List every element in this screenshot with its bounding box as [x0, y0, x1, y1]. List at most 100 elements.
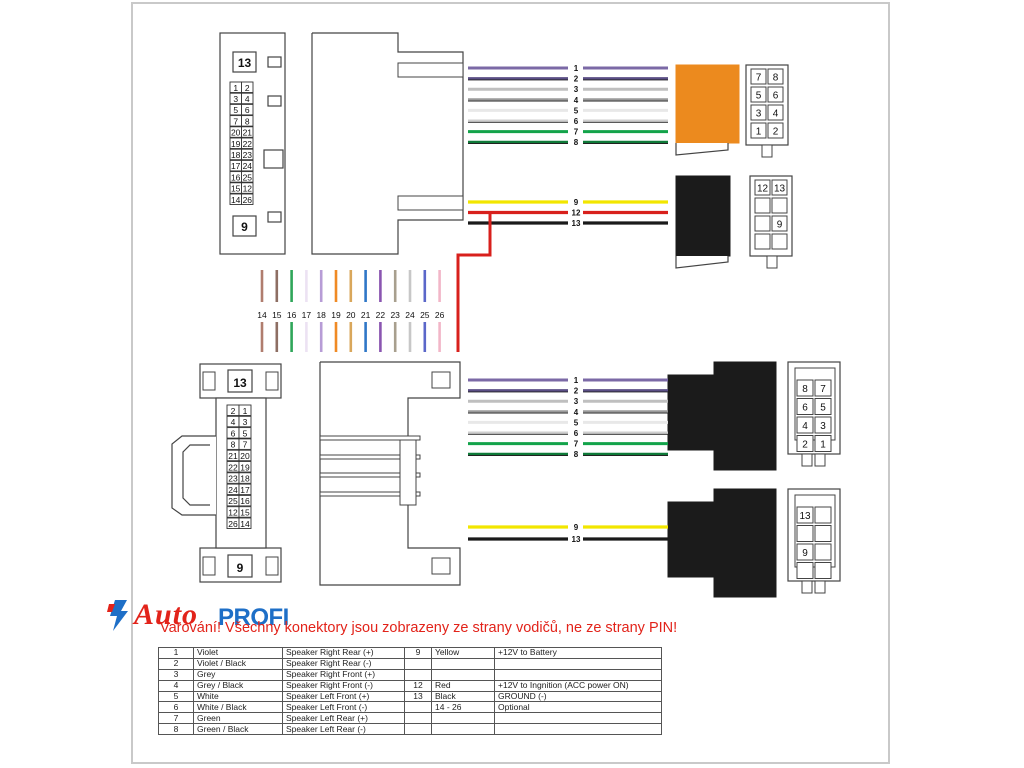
iso-pin-number: 12 [757, 184, 769, 195]
latch-top-3 [267, 211, 282, 223]
wire-label: 13 [572, 219, 581, 228]
iso-pin-cell [796, 379, 814, 397]
loose-wire-label: 22 [376, 310, 386, 320]
side-rib [319, 454, 421, 460]
pin-label-9-bottom: 9 [237, 561, 244, 575]
side-rib [319, 472, 421, 478]
iso-power-connector-bottom-b [713, 488, 777, 598]
table-cell: Speaker Right Rear (-) [282, 657, 405, 670]
pin-number: 2 [245, 83, 250, 93]
pin-number: 12 [243, 184, 253, 194]
face-key [814, 580, 826, 594]
autoprofi-logo: Auto PROFI [106, 598, 316, 634]
pin-number: 3 [233, 94, 238, 104]
iso-pin-number: 3 [756, 109, 762, 120]
pin-number: 2 [231, 406, 236, 416]
loose-wire-label: 18 [316, 310, 326, 320]
face-key [814, 453, 826, 467]
table-cell: 13 [404, 690, 432, 703]
iso-pin-number: 4 [773, 109, 779, 120]
table-cell: Black [431, 690, 495, 703]
pin-number: 12 [228, 508, 238, 518]
iso-pin-cell [750, 68, 767, 85]
table-cell [404, 701, 432, 714]
iso-pin-cell [814, 398, 832, 415]
table-cell: 8 [158, 723, 194, 736]
pin-number: 25 [228, 496, 238, 506]
loose-wire-label: 17 [302, 310, 312, 320]
iso-pin-cell [771, 233, 788, 250]
iso-pin-cell [754, 197, 771, 214]
iso-pin-number: 2 [773, 127, 779, 138]
iso-pin-number: 9 [802, 548, 808, 559]
table-cell [404, 712, 432, 725]
pin-number: 16 [231, 172, 241, 182]
connector-tab [675, 143, 729, 156]
iso-pin-cell [771, 197, 788, 214]
wire-label: 2 [574, 75, 579, 84]
iso-pin-cell [767, 122, 784, 139]
pin-label-13-bottom: 13 [233, 376, 247, 390]
iso-pin-cell [771, 179, 788, 196]
table-cell: GROUND (-) [494, 690, 662, 703]
pin-cell [241, 193, 254, 205]
side-rib [319, 435, 421, 441]
wire-label: 6 [574, 117, 579, 126]
pin9-box-bottom [227, 554, 253, 578]
wire-label: 13 [572, 535, 581, 544]
pin-cell [238, 427, 252, 439]
iso-power-connector-top [675, 175, 731, 257]
table-cell: Red [431, 679, 495, 692]
wire-label: 6 [574, 429, 579, 438]
wire-label: 3 [574, 397, 579, 406]
pin-number: 23 [228, 474, 238, 484]
pin13-box-top [232, 51, 257, 73]
table-cell: Speaker Left Front (-) [282, 701, 405, 714]
red-link-wire [456, 212, 492, 352]
iso-pin-number: 5 [756, 91, 762, 102]
pin-cell [238, 517, 252, 529]
iso-pin-cell [750, 104, 767, 121]
wire-label: 1 [574, 64, 579, 73]
pin-number: 15 [240, 508, 250, 518]
pin-cell [241, 115, 254, 127]
side-block [399, 439, 417, 506]
iso-pin-number: 3 [820, 421, 826, 432]
cap-tab [265, 556, 279, 576]
pin-cell [241, 137, 254, 149]
iso-speaker-connector-bottom-a [667, 374, 717, 451]
iso-power-connector-bottom-a [667, 501, 717, 578]
iso-pin-number: 13 [799, 511, 811, 522]
pin-number: 25 [243, 172, 253, 182]
face-key [766, 255, 778, 269]
pin-cell [238, 438, 252, 450]
table-cell: 14 - 26 [431, 701, 495, 714]
table-cell: Grey [193, 668, 283, 681]
side-rib-top-2 [397, 195, 464, 211]
pin-cell [241, 92, 254, 105]
pin-number: 14 [240, 519, 250, 529]
table-cell: Violet [193, 647, 283, 659]
pin-number: 8 [245, 116, 250, 126]
table-cell: Optional [494, 701, 662, 714]
iso-pin-cell [750, 122, 767, 139]
table-cell: 1 [158, 647, 194, 659]
pin-cell [238, 472, 252, 484]
table-cell: White [193, 690, 283, 703]
table-cell: Green [193, 712, 283, 725]
loose-wire-label: 20 [346, 310, 356, 320]
iso-pin-number: 5 [820, 403, 826, 414]
table-cell: 9 [404, 647, 432, 659]
connector-tab [675, 256, 729, 269]
iso-pin-number: 13 [774, 184, 786, 195]
table-cell: +12V to Battery [494, 647, 662, 659]
pin-number: 16 [240, 496, 250, 506]
pin-number: 5 [243, 428, 248, 438]
iso-pin-number: 7 [756, 73, 762, 84]
loose-wire-label: 16 [287, 310, 297, 320]
iso-pin-cell [796, 398, 814, 415]
pin-number: 24 [243, 161, 253, 171]
